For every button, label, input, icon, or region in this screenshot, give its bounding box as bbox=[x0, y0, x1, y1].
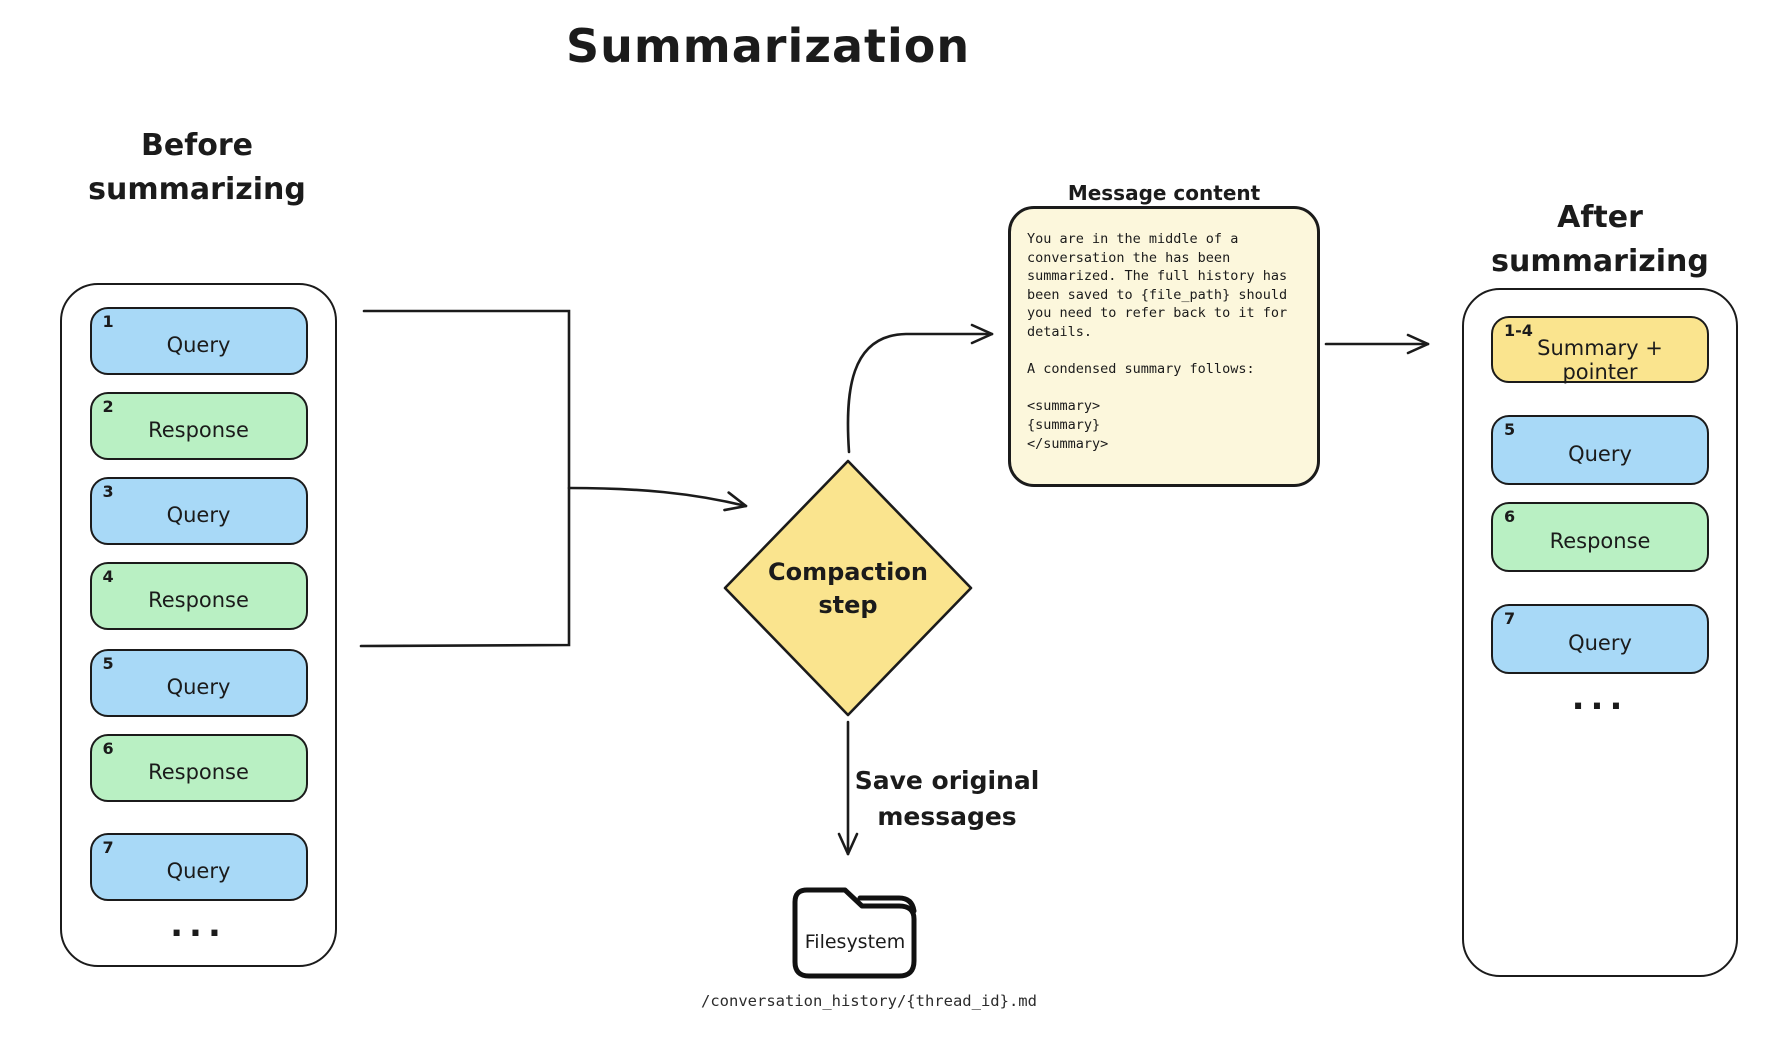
message-number: 6 bbox=[102, 739, 114, 758]
filesystem-label: Filesystem bbox=[804, 931, 906, 953]
before-heading-line2: summarizing bbox=[88, 172, 306, 207]
message-label: Response bbox=[148, 760, 249, 784]
compaction-label-line2: step bbox=[818, 591, 878, 619]
message-box: 6 Response bbox=[1491, 502, 1709, 572]
message-label: Query bbox=[1568, 442, 1632, 466]
message-number: 6 bbox=[1504, 507, 1516, 526]
message-number: 7 bbox=[102, 838, 114, 857]
more-messages-ellipsis: ... bbox=[1571, 678, 1629, 718]
bracket-messages-1-4 bbox=[359, 309, 571, 648]
compaction-step-label: Compaction step bbox=[724, 556, 972, 622]
message-box: 3 Query bbox=[89, 477, 308, 545]
more-messages-ellipsis: ... bbox=[170, 905, 227, 945]
save-original-messages-label: Save original messages bbox=[792, 763, 1102, 835]
message-number: 4 bbox=[102, 567, 114, 586]
message-number: 5 bbox=[1504, 420, 1516, 439]
message-label: Response bbox=[148, 588, 249, 612]
save-label-line2: messages bbox=[877, 802, 1017, 831]
message-content-body: You are in the middle of a conversation … bbox=[1027, 231, 1288, 452]
before-heading-line1: Before bbox=[140, 128, 254, 163]
message-label: Query bbox=[166, 675, 231, 699]
message-box: 7 Query bbox=[1491, 604, 1709, 674]
compaction-label-line1: Compaction bbox=[768, 558, 928, 586]
save-label-line1: Save original bbox=[854, 766, 1040, 795]
message-label: Response bbox=[148, 418, 249, 442]
message-number: 2 bbox=[102, 397, 114, 416]
compaction-to-message-arrow bbox=[846, 323, 994, 454]
message-content-heading: Message content bbox=[1067, 181, 1261, 205]
message-box: 4 Response bbox=[89, 562, 308, 630]
message-number: 7 bbox=[1504, 609, 1516, 628]
message-label: Query bbox=[166, 859, 231, 883]
after-heading-line2: summarizing bbox=[1491, 244, 1709, 279]
message-box: 5 Query bbox=[89, 649, 308, 717]
message-label: Response bbox=[1549, 529, 1651, 553]
message-number: 3 bbox=[102, 482, 114, 501]
summary-pointer-box: 1-4 Summary + pointer bbox=[1491, 316, 1709, 384]
message-label-line2: pointer bbox=[1562, 360, 1638, 384]
bracket-to-compaction-arrow bbox=[567, 486, 748, 512]
message-box: 5 Query bbox=[1491, 415, 1709, 485]
page-title: Summarization bbox=[566, 19, 971, 73]
message-number: 1-4 bbox=[1504, 321, 1533, 340]
message-label: Query bbox=[1568, 631, 1632, 655]
message-number: 5 bbox=[102, 654, 114, 673]
message-box: 1 Query bbox=[89, 307, 308, 375]
message-number: 1 bbox=[102, 312, 114, 331]
after-heading-line1: After bbox=[1557, 200, 1643, 235]
message-box: 2 Response bbox=[89, 392, 308, 460]
after-thread-container: 1-4 Summary + pointer 5 Query 6 Response… bbox=[1462, 288, 1738, 977]
before-thread-container: 1 Query 2 Response 3 Query 4 Response 5 … bbox=[60, 283, 337, 967]
message-box: 7 Query bbox=[89, 833, 308, 901]
message-content-note: You are in the middle of a conversation … bbox=[1008, 206, 1320, 487]
before-heading: Before summarizing bbox=[66, 124, 328, 212]
filesystem-path: /conversation_history/{thread_id}.md bbox=[701, 992, 1037, 1010]
after-heading: After summarizing bbox=[1468, 196, 1732, 284]
message-label: Summary + bbox=[1537, 336, 1663, 360]
message-label: Query bbox=[166, 503, 231, 527]
message-label: Query bbox=[166, 333, 231, 357]
message-box: 6 Response bbox=[89, 734, 308, 802]
